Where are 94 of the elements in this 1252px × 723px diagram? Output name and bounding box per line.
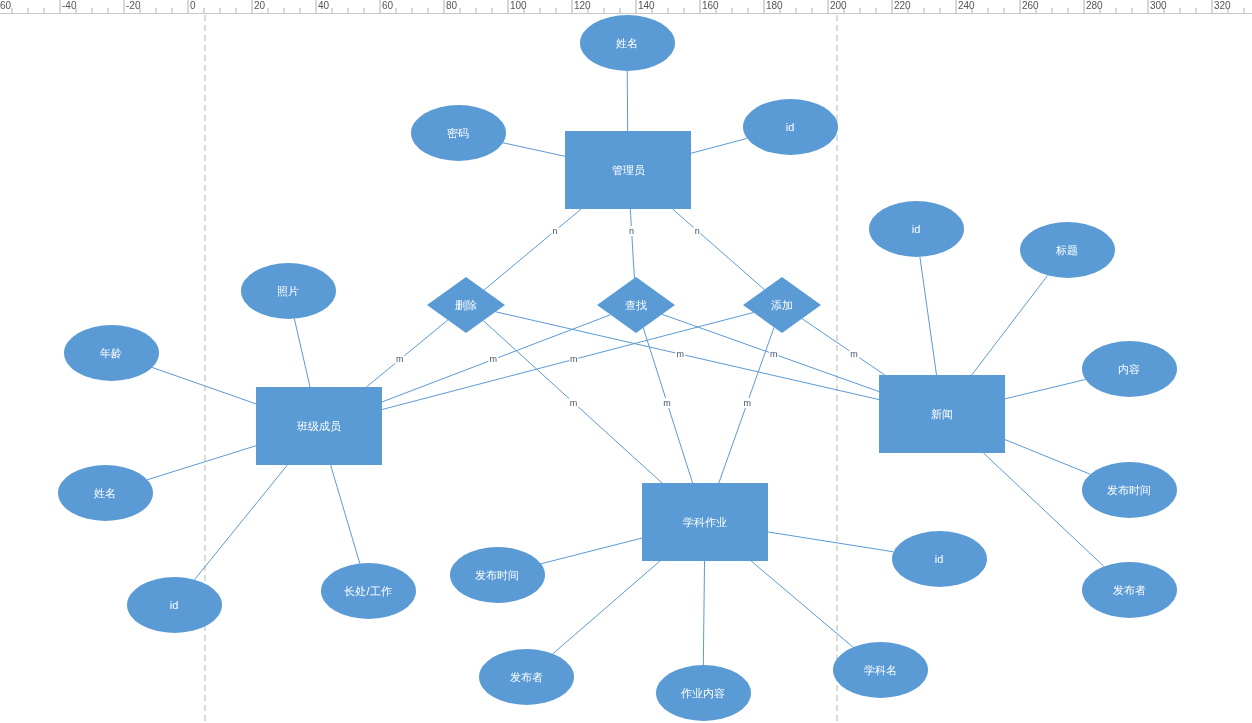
entity-box bbox=[256, 387, 382, 465]
entity-name: 班级成员 bbox=[297, 418, 341, 434]
entity-name: 学科作业 bbox=[683, 514, 727, 530]
connector-line bbox=[381, 314, 612, 403]
ruler-number: 260 bbox=[1022, 0, 1039, 11]
ruler-number: 180 bbox=[766, 0, 783, 11]
attribute-name: 内容 bbox=[1118, 361, 1140, 377]
connector-line bbox=[629, 208, 635, 279]
attribute-name: 姓名 bbox=[94, 485, 116, 501]
attribute-name: 年龄 bbox=[100, 345, 122, 361]
connector-line bbox=[661, 313, 880, 393]
cardinality-label: m bbox=[768, 349, 779, 360]
ruler-number: 240 bbox=[958, 0, 975, 11]
ruler-number: 220 bbox=[894, 0, 911, 11]
connector-line bbox=[919, 256, 937, 376]
attribute-name: id bbox=[785, 119, 795, 135]
entity-box bbox=[565, 131, 691, 209]
attribute-name: 发布时间 bbox=[475, 567, 519, 583]
connector-line bbox=[1004, 379, 1086, 400]
cardinality-label: m bbox=[662, 397, 672, 408]
connector-line bbox=[502, 142, 566, 157]
attribute-name: 照片 bbox=[277, 283, 299, 299]
connector-line bbox=[193, 464, 288, 581]
ruler-number: 120 bbox=[574, 0, 591, 11]
connector-line bbox=[626, 70, 629, 132]
cardinality-label: m bbox=[742, 397, 753, 408]
connector-line bbox=[540, 537, 643, 565]
connector-line bbox=[483, 208, 582, 291]
ruler-number: 40 bbox=[318, 0, 330, 11]
cardinality-label: m bbox=[568, 397, 579, 408]
cardinality-label: n bbox=[628, 225, 636, 236]
cardinality-label: n bbox=[693, 225, 701, 236]
cardinality-label: m bbox=[488, 354, 499, 365]
ruler-number: 300 bbox=[1150, 0, 1167, 11]
connector-line bbox=[690, 138, 748, 154]
cardinality-label: n bbox=[551, 225, 559, 236]
attribute-name: id bbox=[169, 597, 179, 613]
entity-name: 新闻 bbox=[931, 406, 953, 422]
connector-line bbox=[702, 560, 706, 666]
ruler-number: 100 bbox=[510, 0, 527, 11]
attribute-name: 发布者 bbox=[1112, 582, 1146, 598]
connector-line bbox=[718, 326, 775, 484]
ruler-number: 60 bbox=[0, 0, 12, 11]
attribute-name: id bbox=[911, 221, 921, 237]
attribute-name: 密码 bbox=[447, 125, 469, 141]
relationship-name: 删除 bbox=[455, 297, 477, 313]
connector-line bbox=[971, 275, 1049, 376]
connector-line bbox=[1004, 439, 1091, 475]
connector-line bbox=[801, 318, 886, 376]
attribute-name: 长处/工作 bbox=[344, 583, 392, 599]
connector-line bbox=[146, 445, 257, 481]
connector-line bbox=[151, 366, 257, 405]
attribute-ellipse bbox=[742, 99, 838, 155]
attribute-name: 作业内容 bbox=[681, 685, 725, 701]
ruler-number: 200 bbox=[830, 0, 847, 11]
attribute-name: 姓名 bbox=[616, 35, 638, 51]
ruler-number: 60 bbox=[382, 0, 394, 11]
connector-line bbox=[767, 531, 894, 553]
relationship-name: 查找 bbox=[625, 297, 647, 313]
cardinality-label: m bbox=[675, 349, 685, 360]
connector-line bbox=[381, 311, 754, 411]
relationship-diamond bbox=[743, 277, 821, 333]
attribute-name: 发布时间 bbox=[1107, 482, 1151, 498]
connector-line bbox=[642, 327, 694, 484]
connector-line bbox=[293, 318, 311, 388]
connector-line bbox=[365, 319, 449, 388]
connector-line bbox=[552, 560, 661, 655]
ruler-number: 0 bbox=[190, 0, 196, 11]
attribute-name: 标题 bbox=[1056, 242, 1078, 258]
ruler-number: 280 bbox=[1086, 0, 1103, 11]
attribute-name: 学科名 bbox=[863, 662, 897, 678]
connector-line bbox=[330, 464, 361, 564]
ruler-number: 20 bbox=[254, 0, 266, 11]
ruler-number: 320 bbox=[1214, 0, 1231, 11]
entity-box bbox=[642, 483, 768, 561]
ruler-number: 160 bbox=[702, 0, 719, 11]
attribute-name: 发布者 bbox=[509, 669, 543, 685]
cardinality-label: m bbox=[395, 354, 405, 365]
cardinality-label: m bbox=[568, 354, 579, 365]
cardinality-label: m bbox=[849, 349, 859, 360]
ruler-number: -40 bbox=[62, 0, 77, 11]
ruler-number: 80 bbox=[446, 0, 458, 11]
entity-name: 管理员 bbox=[611, 162, 645, 178]
ruler-number: -20 bbox=[126, 0, 141, 11]
relationship-diamond bbox=[427, 277, 505, 333]
connector-line bbox=[495, 311, 880, 401]
connector-line bbox=[482, 320, 663, 484]
connector-line bbox=[672, 208, 765, 291]
relationship-diamond bbox=[597, 277, 675, 333]
connector-line bbox=[750, 560, 854, 648]
entity-box bbox=[879, 375, 1005, 453]
attribute-name: id bbox=[934, 551, 944, 567]
connector-line bbox=[982, 452, 1105, 567]
relationship-name: 添加 bbox=[771, 297, 793, 313]
